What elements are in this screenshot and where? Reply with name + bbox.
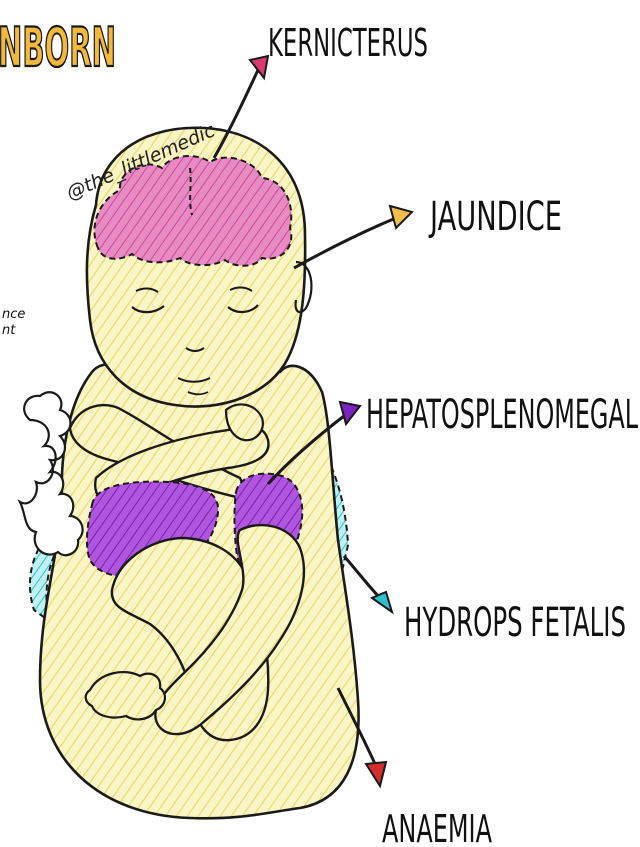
page-title: NBORN bbox=[0, 16, 116, 79]
label-kernicterus: KERNICTERUS bbox=[268, 21, 428, 65]
arrowhead-hepatosplenomegaly bbox=[340, 402, 360, 424]
side-note-line-2: nt bbox=[2, 323, 16, 338]
arrowhead-hydrops bbox=[372, 592, 392, 612]
label-hydrops-fetalis: HYDROPS FETALIS bbox=[404, 600, 626, 646]
arrow-jaundice bbox=[294, 218, 396, 268]
arrowhead-anaemia bbox=[366, 762, 386, 786]
arrowhead-kernicterus bbox=[250, 56, 268, 78]
side-note-line-1: nce bbox=[2, 307, 25, 322]
label-jaundice: JAUNDICE bbox=[428, 194, 562, 240]
arrow-hydrops bbox=[344, 556, 382, 600]
arrowhead-jaundice bbox=[390, 206, 412, 228]
label-anaemia: ANAEMIA bbox=[382, 807, 492, 847]
label-hepatosplenomegaly: HEPATOSPLENOMEGAL bbox=[366, 392, 638, 438]
